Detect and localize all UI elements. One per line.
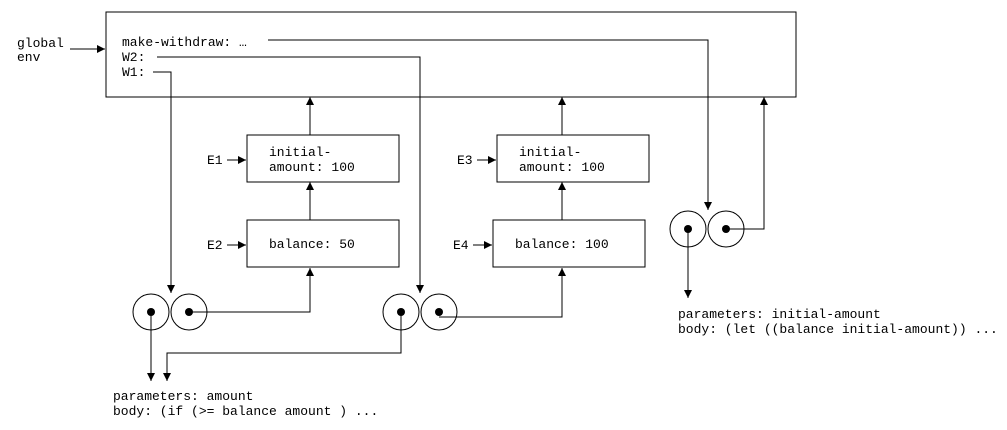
global-env-label-2: env xyxy=(17,50,41,65)
frame-e3-label: E3 xyxy=(457,153,473,168)
make-withdraw-parameters: parameters: initial-amount xyxy=(678,307,881,322)
make-withdraw-env-pointer-arrow xyxy=(726,97,768,230)
w2-env-dot xyxy=(435,308,443,316)
frame-e1-line1: initial- xyxy=(269,145,331,160)
w1-binding-arrow xyxy=(153,71,175,293)
global-env-label-1: global xyxy=(17,36,64,51)
withdraw-body: body: (if (>= balance amount ) ... xyxy=(113,404,378,419)
frame-e3-line2: amount: 100 xyxy=(519,160,605,175)
binding-w2: W2: xyxy=(122,50,145,65)
frame-e3-line1: initial- xyxy=(519,145,581,160)
w2-env-pointer-arrow xyxy=(439,268,566,318)
frame-e4-label: E4 xyxy=(453,238,469,253)
frame-e1-box xyxy=(246,134,400,183)
frame-e4-box xyxy=(492,219,646,268)
withdraw-procedure-text: parameters: amount body: (if (>= balance… xyxy=(113,389,378,419)
w2-binding-arrow xyxy=(157,56,424,293)
frame-e3-box xyxy=(496,134,650,183)
frame-e2-label: E2 xyxy=(207,238,223,253)
frame-e2-text: balance: 50 xyxy=(269,237,355,252)
global-env-frame xyxy=(105,11,797,98)
frame-e1-label: E1 xyxy=(207,153,223,168)
w1-env-pointer-arrow xyxy=(189,268,314,313)
frame-e2-box xyxy=(246,219,400,268)
make-withdraw-body: body: (let ((balance initial-amount)) ..… xyxy=(678,322,998,337)
global-env: global env make-withdraw: … W2: W1: xyxy=(17,11,797,98)
frame-e1-line2: amount: 100 xyxy=(269,160,355,175)
frame-e4: E4 balance: 100 xyxy=(453,219,646,268)
w2-procedure-object xyxy=(382,293,458,331)
frame-e1: E1 initial- amount: 100 xyxy=(207,134,400,183)
w2-code-pointer-arrow xyxy=(163,312,402,381)
binding-make-withdraw: make-withdraw: … xyxy=(122,35,247,50)
frame-e3: E3 initial- amount: 100 xyxy=(457,134,650,183)
binding-w1: W1: xyxy=(122,65,145,80)
make-withdraw-binding-arrow xyxy=(268,39,712,210)
make-withdraw-procedure-text: parameters: initial-amount body: (let ((… xyxy=(678,307,998,337)
frame-e2: E2 balance: 50 xyxy=(207,219,400,268)
frame-e4-text: balance: 100 xyxy=(515,237,609,252)
withdraw-parameters: parameters: amount xyxy=(113,389,253,404)
